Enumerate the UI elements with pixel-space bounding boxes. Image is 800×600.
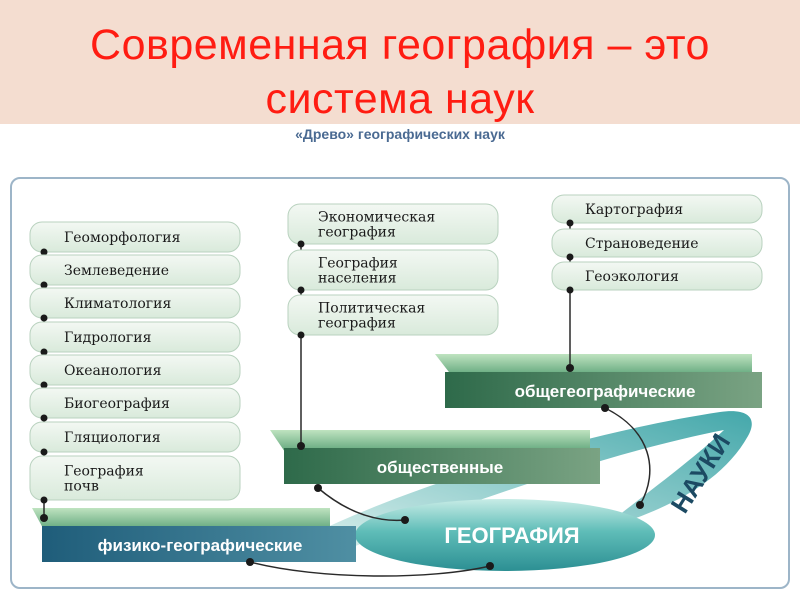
social-band: общественные bbox=[270, 430, 600, 484]
social-label: общественные bbox=[377, 458, 503, 477]
social-item-box bbox=[287, 249, 499, 291]
geography-label: ГЕОГРАФИЯ bbox=[444, 523, 579, 548]
general-item-dot bbox=[566, 286, 574, 294]
general-item-label: Страноведение bbox=[585, 236, 699, 252]
physical-item-dot bbox=[40, 496, 48, 504]
general-item-dot bbox=[566, 253, 574, 261]
general-band: общегеографические bbox=[435, 354, 762, 408]
physical-item: Гидрология bbox=[29, 321, 241, 356]
physical-item-box bbox=[29, 387, 241, 419]
general-label: общегеографические bbox=[515, 382, 696, 401]
physical-item: Климатология bbox=[29, 287, 241, 322]
physical-item: Гляциология bbox=[29, 421, 241, 456]
title-band bbox=[0, 0, 800, 124]
social-item-box bbox=[287, 294, 499, 336]
physical-item-label: Климатология bbox=[64, 296, 171, 312]
general-item-label: Геоэкология bbox=[585, 269, 679, 285]
physical-item: Геоморфология bbox=[29, 221, 241, 256]
physical-item-dot bbox=[40, 281, 48, 289]
slide-title-line-2: система наук bbox=[265, 75, 535, 123]
physical-item-box bbox=[29, 221, 241, 253]
geography-ellipse bbox=[355, 499, 655, 571]
social-item-dot bbox=[297, 286, 305, 294]
physical-item-box bbox=[29, 455, 241, 501]
general-item-label: Картография bbox=[585, 202, 683, 218]
physical-item-dot bbox=[40, 314, 48, 322]
general-item: Страноведение bbox=[551, 228, 763, 261]
social-item-dot bbox=[297, 240, 305, 248]
physical-item: Биогеография bbox=[29, 387, 241, 422]
physical-item-box bbox=[29, 321, 241, 353]
general-item: Геоэкология bbox=[551, 261, 763, 294]
social-item-box bbox=[287, 203, 499, 245]
physical-item-label: Гидрология bbox=[64, 330, 152, 346]
diagram-subtitle: «Древо» географических наук bbox=[295, 126, 505, 142]
physical-item-box bbox=[29, 421, 241, 453]
physical-item-label: Океанология bbox=[64, 363, 162, 379]
physical-item-dot bbox=[40, 381, 48, 389]
physical-label: физико-географические bbox=[98, 536, 303, 555]
slide-title: Современная география – это система наук bbox=[0, 18, 800, 126]
physical-item-label: Биогеография bbox=[64, 396, 170, 412]
physical-item: Океанология bbox=[29, 354, 241, 389]
physical-item-label: Гляциология bbox=[64, 430, 161, 446]
physical-item-label: Геоморфология bbox=[64, 230, 181, 246]
social-item-dot bbox=[297, 331, 305, 339]
diagram-frame bbox=[10, 177, 790, 589]
connector-dots bbox=[40, 364, 644, 570]
physical-item-dot bbox=[40, 348, 48, 356]
general-item-box bbox=[551, 194, 763, 224]
physical-item-dot bbox=[40, 448, 48, 456]
physical-items: ГеоморфологияЗемлеведениеКлиматологияГид… bbox=[29, 221, 241, 504]
physical-item-label: Землеведение bbox=[64, 263, 169, 279]
physical-band: физико-географические bbox=[32, 508, 356, 562]
physical-item-box bbox=[29, 287, 241, 319]
general-item-dot bbox=[566, 219, 574, 227]
general-item: Картография bbox=[551, 194, 763, 227]
physical-item-box bbox=[29, 354, 241, 386]
physical-item-dot bbox=[40, 414, 48, 422]
general-item-box bbox=[551, 228, 763, 258]
physical-item-box bbox=[29, 254, 241, 286]
general-item-box bbox=[551, 261, 763, 291]
physical-item-dot bbox=[40, 248, 48, 256]
physical-item: Землеведение bbox=[29, 254, 241, 289]
slide-title-line-1: Современная география – это bbox=[90, 21, 710, 69]
